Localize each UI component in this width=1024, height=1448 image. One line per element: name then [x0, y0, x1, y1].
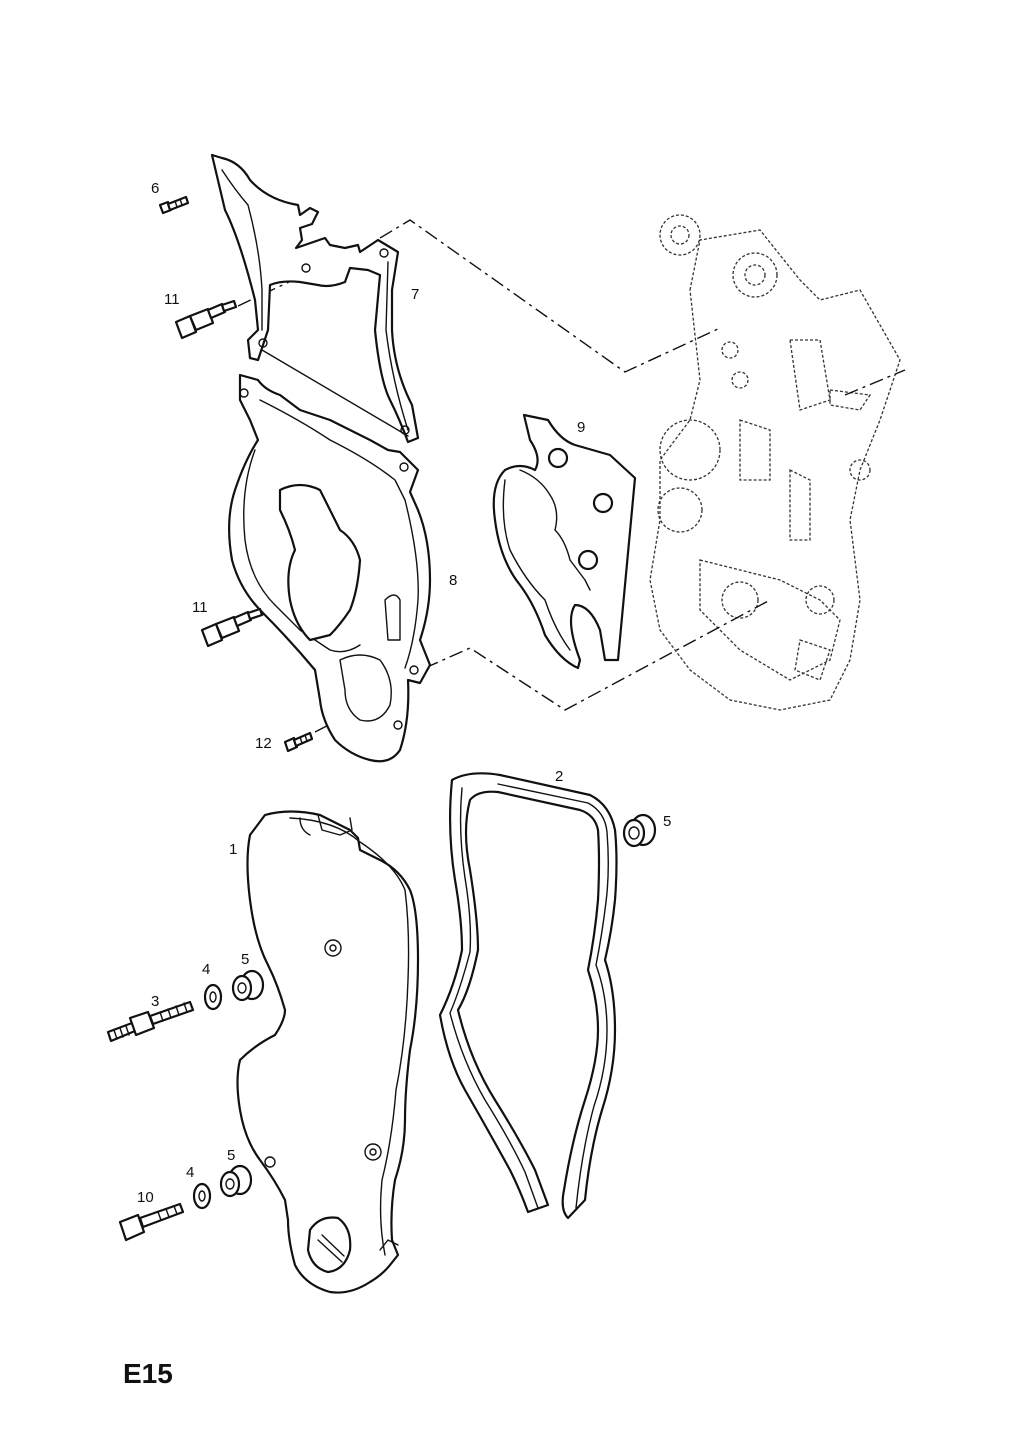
part-10-bolt	[118, 1202, 185, 1242]
part-4-washer-middle	[203, 983, 223, 1011]
callout-10: 10	[137, 1189, 154, 1206]
callout-5-middle: 5	[241, 951, 249, 968]
callout-7: 7	[411, 286, 419, 303]
callout-11-lower: 11	[192, 599, 208, 616]
callout-6: 6	[151, 180, 159, 197]
callout-9: 9	[577, 419, 585, 436]
callout-5-top: 5	[663, 813, 671, 830]
callout-8: 8	[449, 572, 457, 589]
callout-1: 1	[229, 841, 237, 858]
callout-4-middle: 4	[202, 961, 210, 978]
engine-block-illustration	[649, 214, 901, 711]
callout-2: 2	[555, 768, 563, 785]
page-code: E15	[123, 1358, 173, 1389]
callout-11-upper: 11	[164, 291, 180, 308]
part-2-seal-strip	[438, 772, 618, 1220]
callout-3: 3	[151, 993, 159, 1010]
part-6-screw	[158, 195, 190, 215]
part-3-stud-bolt	[106, 1000, 195, 1043]
callout-4-lower: 4	[186, 1164, 194, 1181]
part-8-lower-back-plate	[228, 373, 432, 763]
part-5-grommet-top	[622, 813, 657, 848]
part-1-front-cover	[236, 810, 420, 1294]
callout-5-lower: 5	[227, 1147, 235, 1164]
part-9-gasket-plate	[492, 413, 637, 670]
part-7-upper-back-plate	[210, 153, 420, 444]
part-11-stud-upper	[174, 299, 238, 340]
callout-labels: 6 11 7 9 8 11 12 2 5 1 4 5 3 4 5 10	[137, 180, 671, 1206]
part-11-stud-lower	[200, 607, 264, 648]
part-5-grommet-lower	[219, 1164, 253, 1198]
part-12-screw	[283, 731, 314, 753]
callout-12: 12	[255, 735, 272, 752]
part-5-grommet-middle	[231, 969, 265, 1002]
part-4-washer-lower	[192, 1182, 212, 1210]
